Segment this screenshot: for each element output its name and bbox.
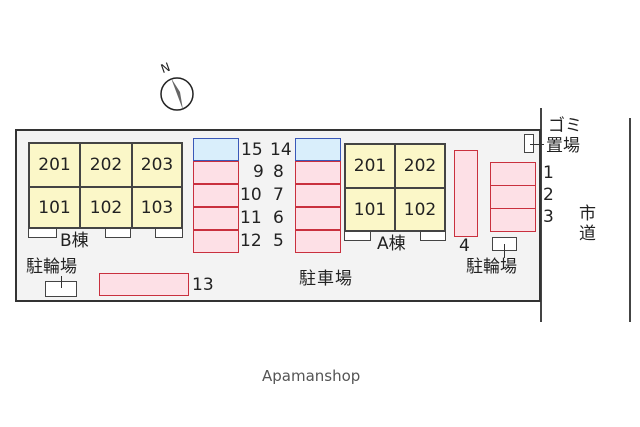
slot-number: 8: [273, 162, 284, 182]
unit-101[interactable]: 101: [345, 188, 395, 231]
slot-number: 2: [543, 185, 554, 205]
parking-slot-6[interactable]: [295, 207, 341, 230]
slot-number: 13: [192, 275, 214, 295]
balcony: [420, 231, 446, 241]
balcony: [105, 228, 131, 238]
parking-slot-1[interactable]: [490, 162, 536, 186]
balcony: [344, 231, 371, 241]
leader-line: [530, 144, 544, 145]
parking-slot-13[interactable]: [99, 273, 189, 296]
slot-number: 12: [240, 231, 262, 251]
slot-number: 9: [253, 162, 264, 182]
unit-203[interactable]: 203: [132, 143, 182, 187]
parking-slot-5[interactable]: [295, 230, 341, 253]
parking-slot-11[interactable]: [193, 207, 239, 230]
unit-201[interactable]: 201: [345, 144, 395, 188]
slot-number: 1: [543, 163, 554, 183]
building-a: 201 202 101 102: [344, 143, 446, 232]
road-label: 市道: [575, 204, 595, 244]
footer-brand: Apamanshop: [262, 367, 361, 385]
slot-number: 14: [270, 140, 292, 160]
parking-slot-10[interactable]: [193, 184, 239, 207]
bicycle-label: 駐輪場: [466, 257, 517, 277]
parking-slot-12[interactable]: [193, 230, 239, 253]
garbage-area: [524, 134, 534, 153]
slot-number: 6: [273, 208, 284, 228]
parking-slot-15[interactable]: [193, 138, 239, 161]
slot-number: 7: [273, 185, 284, 205]
unit-202[interactable]: 202: [80, 143, 132, 187]
compass: N: [155, 60, 200, 112]
unit-102[interactable]: 102: [80, 187, 132, 228]
parking-slot-8[interactable]: [295, 161, 341, 184]
garbage-label: ゴミ: [548, 116, 582, 136]
slot-number: 4: [459, 236, 470, 256]
leader-line: [61, 276, 62, 288]
parking-slot-7[interactable]: [295, 184, 341, 207]
slot-number: 11: [240, 208, 262, 228]
slot-number: 5: [273, 231, 284, 251]
road-edge-line-far: [629, 118, 631, 322]
unit-103[interactable]: 103: [132, 187, 182, 228]
bicycle-label: 駐輪場: [26, 257, 77, 277]
parking-slot-3[interactable]: [490, 208, 536, 232]
parking-slot-4[interactable]: [454, 150, 478, 237]
unit-202[interactable]: 202: [395, 144, 445, 188]
building-b: 201 202 203 101 102 103: [28, 142, 183, 229]
unit-101[interactable]: 101: [29, 187, 80, 228]
unit-201[interactable]: 201: [29, 143, 80, 187]
slot-number: 3: [543, 207, 554, 227]
balcony: [28, 228, 57, 238]
parking-slot-2[interactable]: [490, 185, 536, 209]
parking-label: 駐車場: [299, 269, 353, 289]
slot-number: 10: [240, 185, 262, 205]
north-arrow-icon: [160, 77, 194, 111]
building-a-label: A棟: [377, 234, 406, 254]
garbage-label: 置場: [546, 136, 580, 156]
parking-slot-14[interactable]: [295, 138, 341, 161]
unit-102[interactable]: 102: [395, 188, 445, 231]
parking-slot-9[interactable]: [193, 161, 239, 184]
leader-line: [504, 244, 505, 258]
building-b-label: B棟: [60, 231, 89, 251]
balcony: [155, 228, 183, 238]
slot-number: 15: [241, 140, 263, 160]
